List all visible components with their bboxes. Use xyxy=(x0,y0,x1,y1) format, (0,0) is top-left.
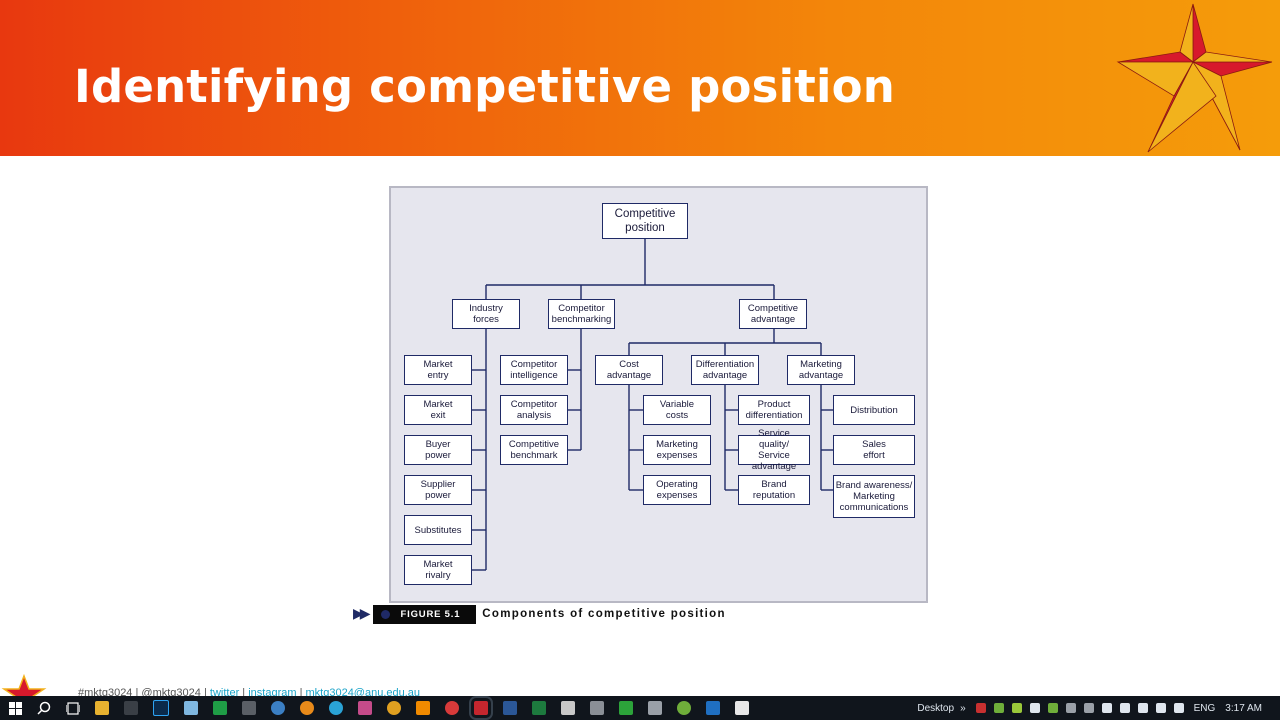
figure-caption: ▶▶ FIGURE 5.1 Components of competitive … xyxy=(353,604,726,624)
node-service-quality: Service quality/ Service advantage xyxy=(738,428,810,472)
node-cost-advantage: Cost advantage xyxy=(595,355,663,385)
app-red-icon[interactable] xyxy=(445,701,459,715)
double-arrow-icon: ▶▶ xyxy=(353,606,370,622)
tray-tool-icon[interactable] xyxy=(1065,703,1076,713)
tray-chevron-icon[interactable]: » xyxy=(960,702,966,714)
word-icon[interactable] xyxy=(503,701,517,715)
excel-icon[interactable] xyxy=(532,701,546,715)
figure-diagram: Competitive position Industry forces Com… xyxy=(389,186,928,603)
slide-header: Identifying competitive position xyxy=(0,0,1280,156)
tray-dropbox-icon[interactable] xyxy=(1029,703,1040,713)
node-operating-expenses: Operating expenses xyxy=(643,475,711,505)
app-blue-icon[interactable] xyxy=(329,701,343,715)
figure-badge-label: FIGURE 5.1 xyxy=(400,608,461,620)
node-buyer-power: Buyer power xyxy=(404,435,472,465)
node-industry-forces: Industry forces xyxy=(452,299,520,329)
tray-network-icon[interactable] xyxy=(1101,703,1112,713)
figure-caption-text: Components of competitive position xyxy=(482,608,726,620)
node-competitive-benchmark: Competitive benchmark xyxy=(500,435,568,465)
powerpoint-icon[interactable] xyxy=(469,696,493,720)
tray-volume-icon[interactable] xyxy=(1137,703,1148,713)
calculator-icon[interactable] xyxy=(242,701,256,715)
browser-icon[interactable] xyxy=(271,701,285,715)
node-market-rivalry: Market rivalry xyxy=(404,555,472,585)
node-competitor-benchmarking: Competitor benchmarking xyxy=(548,299,615,329)
node-supplier-power: Supplier power xyxy=(404,475,472,505)
image-editor-icon[interactable] xyxy=(358,701,372,715)
photoshop-icon[interactable] xyxy=(153,700,169,716)
node-substitutes: Substitutes xyxy=(404,515,472,545)
desktop-toolbar-label[interactable]: Desktop xyxy=(917,702,955,714)
tray-display-icon[interactable] xyxy=(1083,703,1094,713)
notepad-icon[interactable] xyxy=(184,701,198,715)
tray-notification-icon[interactable] xyxy=(1173,703,1184,713)
star-logo-icon xyxy=(1116,3,1273,153)
node-competitive-position: Competitive position xyxy=(602,203,688,239)
node-brand-reputation: Brand reputation xyxy=(738,475,810,505)
search-icon[interactable] xyxy=(36,700,52,716)
recycle-icon[interactable] xyxy=(648,701,662,715)
outlook-icon[interactable] xyxy=(706,701,720,715)
tray-app-lime-icon[interactable] xyxy=(1011,703,1022,713)
tray-app-icon[interactable] xyxy=(1047,703,1058,713)
node-sales-effort: Sales effort xyxy=(833,435,915,465)
tool-icon[interactable] xyxy=(590,701,604,715)
store-icon[interactable] xyxy=(124,701,138,715)
bullet-icon xyxy=(380,609,390,619)
connector-lines xyxy=(471,238,834,571)
node-product-differentiation: Product differentiation xyxy=(738,395,810,425)
node-market-exit: Market exit xyxy=(404,395,472,425)
system-tray: Desktop » ENG 3:17 AM xyxy=(917,696,1280,720)
tray-language[interactable]: ENG xyxy=(1193,702,1216,714)
node-variable-costs: Variable costs xyxy=(643,395,711,425)
acrobat-icon[interactable] xyxy=(561,701,575,715)
chrome-icon[interactable] xyxy=(387,701,401,715)
task-view-icon[interactable] xyxy=(65,700,81,716)
vlc-icon[interactable] xyxy=(416,701,430,715)
tray-clock[interactable]: 3:17 AM xyxy=(1225,702,1262,714)
capture-icon[interactable] xyxy=(735,701,749,715)
node-market-entry: Market entry xyxy=(404,355,472,385)
footer-separator: | xyxy=(242,687,246,699)
tray-battery-icon[interactable] xyxy=(1119,703,1130,713)
footer-separator: | xyxy=(135,687,139,699)
start-button-icon[interactable] xyxy=(7,700,23,716)
node-distribution: Distribution xyxy=(833,395,915,425)
app-orange-icon[interactable] xyxy=(300,701,314,715)
footer-star-icon xyxy=(0,672,50,698)
taskbar: Desktop » ENG 3:17 AM xyxy=(0,696,1280,720)
slide-title: Identifying competitive position xyxy=(74,60,895,113)
excel-green-icon[interactable] xyxy=(213,701,227,715)
figure-badge: FIGURE 5.1 xyxy=(372,604,477,624)
camtasia-icon[interactable] xyxy=(619,701,633,715)
node-competitive-advantage: Competitive advantage xyxy=(739,299,807,329)
footer-separator: | xyxy=(299,687,303,699)
file-explorer-icon[interactable] xyxy=(95,701,109,715)
node-brand-awareness: Brand awareness/ Marketing communication… xyxy=(833,475,915,518)
footer-separator: | xyxy=(203,687,207,699)
node-competitor-intelligence: Competitor intelligence xyxy=(500,355,568,385)
tray-security-icon[interactable] xyxy=(1155,703,1166,713)
tray-app-red-icon[interactable] xyxy=(975,703,986,713)
app-green-icon[interactable] xyxy=(677,701,691,715)
node-marketing-expenses: Marketing expenses xyxy=(643,435,711,465)
node-competitor-analysis: Competitor analysis xyxy=(500,395,568,425)
node-marketing-advantage: Marketing advantage xyxy=(787,355,855,385)
node-differentiation-advantage: Differentiation advantage xyxy=(691,355,759,385)
tray-app-green-icon[interactable] xyxy=(993,703,1004,713)
